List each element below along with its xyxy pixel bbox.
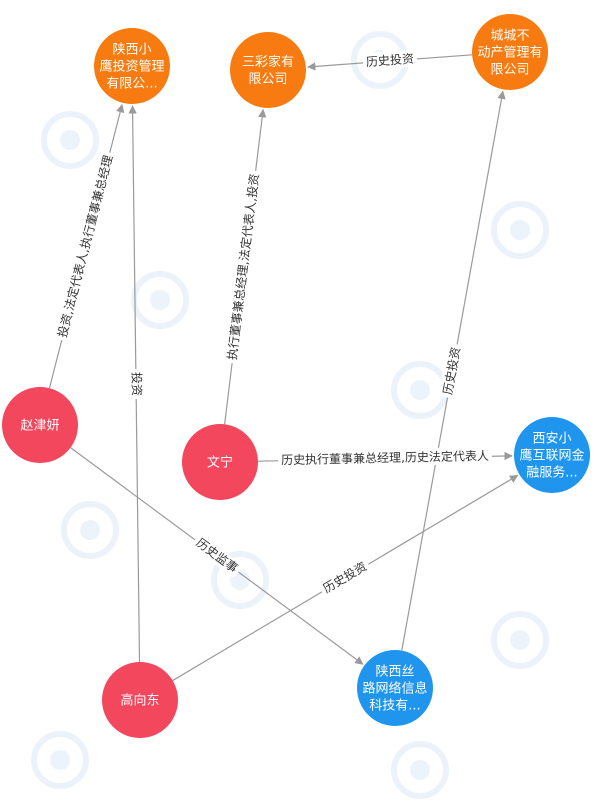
edge-label: 投资,法定代表人,执行董事兼总经理 [54,153,115,338]
relation-edge[interactable]: 历史执行董事兼总经理,历史法定代表人 [257,446,513,469]
watermark-logo-icon [41,111,99,169]
edges-layer: 投资,法定代表人,执行董事兼总经理投资历史投资执行董事兼总经理,法定代表人,投资… [48,49,519,682]
node-label-line: 限公司 [490,63,529,78]
edge-label-background [362,49,418,71]
nodes-layer: 陕西小鹰投资管理有限公...三彩家有限公司城城不动产管理有限公司赵津妍文宁西安小… [2,14,590,738]
node-circle [2,387,78,463]
watermark-logo-icon [131,271,189,329]
watermark-logo-icon [391,361,449,419]
node-label-line: 限公司 [248,72,287,87]
graph-node-shaanxi-xiaoying-investment[interactable]: 陕西小鹰投资管理有限公... [94,28,170,104]
edge-label-background [317,556,373,599]
node-label-line: 鹰投资管理 [99,59,164,75]
relation-edge[interactable]: 执行董事兼总经理,法定代表人,投资 [222,108,267,425]
relation-edge[interactable]: 投资 [128,105,146,663]
node-circle [514,417,590,493]
node-circle [102,662,178,738]
edge-label-background [277,446,493,469]
edge-label-group: 历史投资 [317,556,373,599]
graph-node-gao-xiangdong[interactable]: 高向东 [102,662,178,738]
watermark-logo-icon [391,741,449,799]
edge-label-group: 执行董事兼总经理,法定代表人,投资 [222,169,264,365]
node-label-line: 城城不 [490,29,529,44]
edge-label: 历史执行董事兼总经理,历史法定代表人 [281,448,489,467]
node-label-line: 有限公... [106,77,157,92]
node-label-line: 路网络信息 [362,681,427,697]
relation-edge[interactable]: 历史投资 [401,90,506,651]
edge-label-background [52,150,118,343]
node-label-line: 动产管理有 [477,46,542,61]
node-label-line: 高向东 [120,693,159,709]
edge-label-group: 历史执行董事兼总经理,历史法定代表人 [277,446,493,469]
node-label-line: 融服务... [526,465,577,481]
node-circle [357,650,433,726]
relation-edge[interactable]: 历史投资 [307,49,473,71]
edge-label: 投资 [129,372,144,396]
node-label-line: 赵津妍 [20,419,59,434]
graph-node-wen-ning[interactable]: 文宁 [182,424,258,500]
node-label-line: 陕西丝 [375,665,414,680]
node-label-line: 陕西小 [112,43,151,58]
graph-node-shaanxi-silkroad-network[interactable]: 陕西丝路网络信息科技有... [357,650,433,726]
relation-edge[interactable]: 投资,法定代表人,执行董事兼总经理 [48,103,125,389]
relation-edge[interactable]: 历史投资 [172,474,519,682]
node-circle [472,14,548,90]
edge-label-group: 历史投资 [438,342,465,399]
node-label-line: 西安小 [532,432,571,447]
node-circle [230,32,306,108]
watermark-logo-icon [491,611,549,669]
node-label-line: 三彩家有 [242,54,294,70]
watermark-logo-icon [491,201,549,259]
edge-label-background [190,532,244,579]
graph-node-xian-xiaoying-finance[interactable]: 西安小鹰互联网金融服务... [514,417,590,493]
edge-label-group: 投资 [128,368,146,400]
edge-label-background [128,368,146,400]
watermark-logo-icon [31,731,89,789]
edge-label-group: 历史投资 [362,49,418,71]
graph-node-zhao-jinyan[interactable]: 赵津妍 [2,387,78,463]
edge-label-background [438,342,465,399]
node-label-line: 鹰互联网金 [519,448,584,464]
node-circle [182,424,258,500]
node-label-line: 文宁 [207,455,233,471]
node-label-line: 科技有... [369,699,420,714]
node-circle [94,28,170,104]
watermark-logo-icon [61,501,119,559]
edge-label: 历史投资 [320,558,369,595]
edge-label: 历史投资 [365,51,414,70]
edge-label-background [222,169,264,365]
edge-label-group: 投资,法定代表人,执行董事兼总经理 [52,150,118,343]
